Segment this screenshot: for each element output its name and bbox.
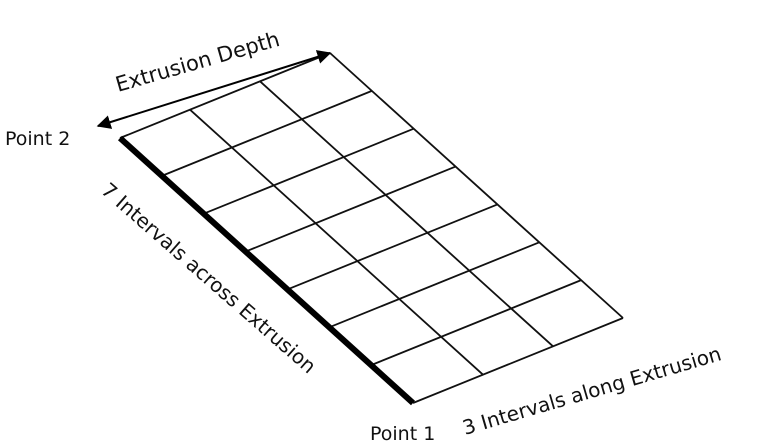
bold-edge-point1-point2 — [117, 135, 416, 406]
intervals-along-label: 3 Intervals along Extrusion — [460, 341, 724, 439]
mesh-line-along — [203, 127, 415, 215]
extrusion-depth-label: Extrusion Depth — [113, 27, 283, 97]
mesh-line-along — [370, 279, 582, 366]
extrusion-mesh-grid — [119, 52, 624, 404]
intervals-across-label: 7 Intervals across Extrusion — [97, 178, 321, 379]
point-1-label: Point 1 — [370, 423, 435, 445]
mesh-line-along — [287, 203, 498, 291]
point-2-label: Point 2 — [5, 128, 70, 150]
mesh-line-along — [412, 317, 624, 404]
mesh-line-along — [161, 90, 373, 177]
mesh-line-across — [329, 52, 624, 319]
mesh-line-along — [328, 241, 540, 329]
mesh-line-across — [189, 108, 484, 376]
extrusion-depth-arrow — [96, 50, 332, 129]
mesh-line-along — [245, 165, 456, 253]
